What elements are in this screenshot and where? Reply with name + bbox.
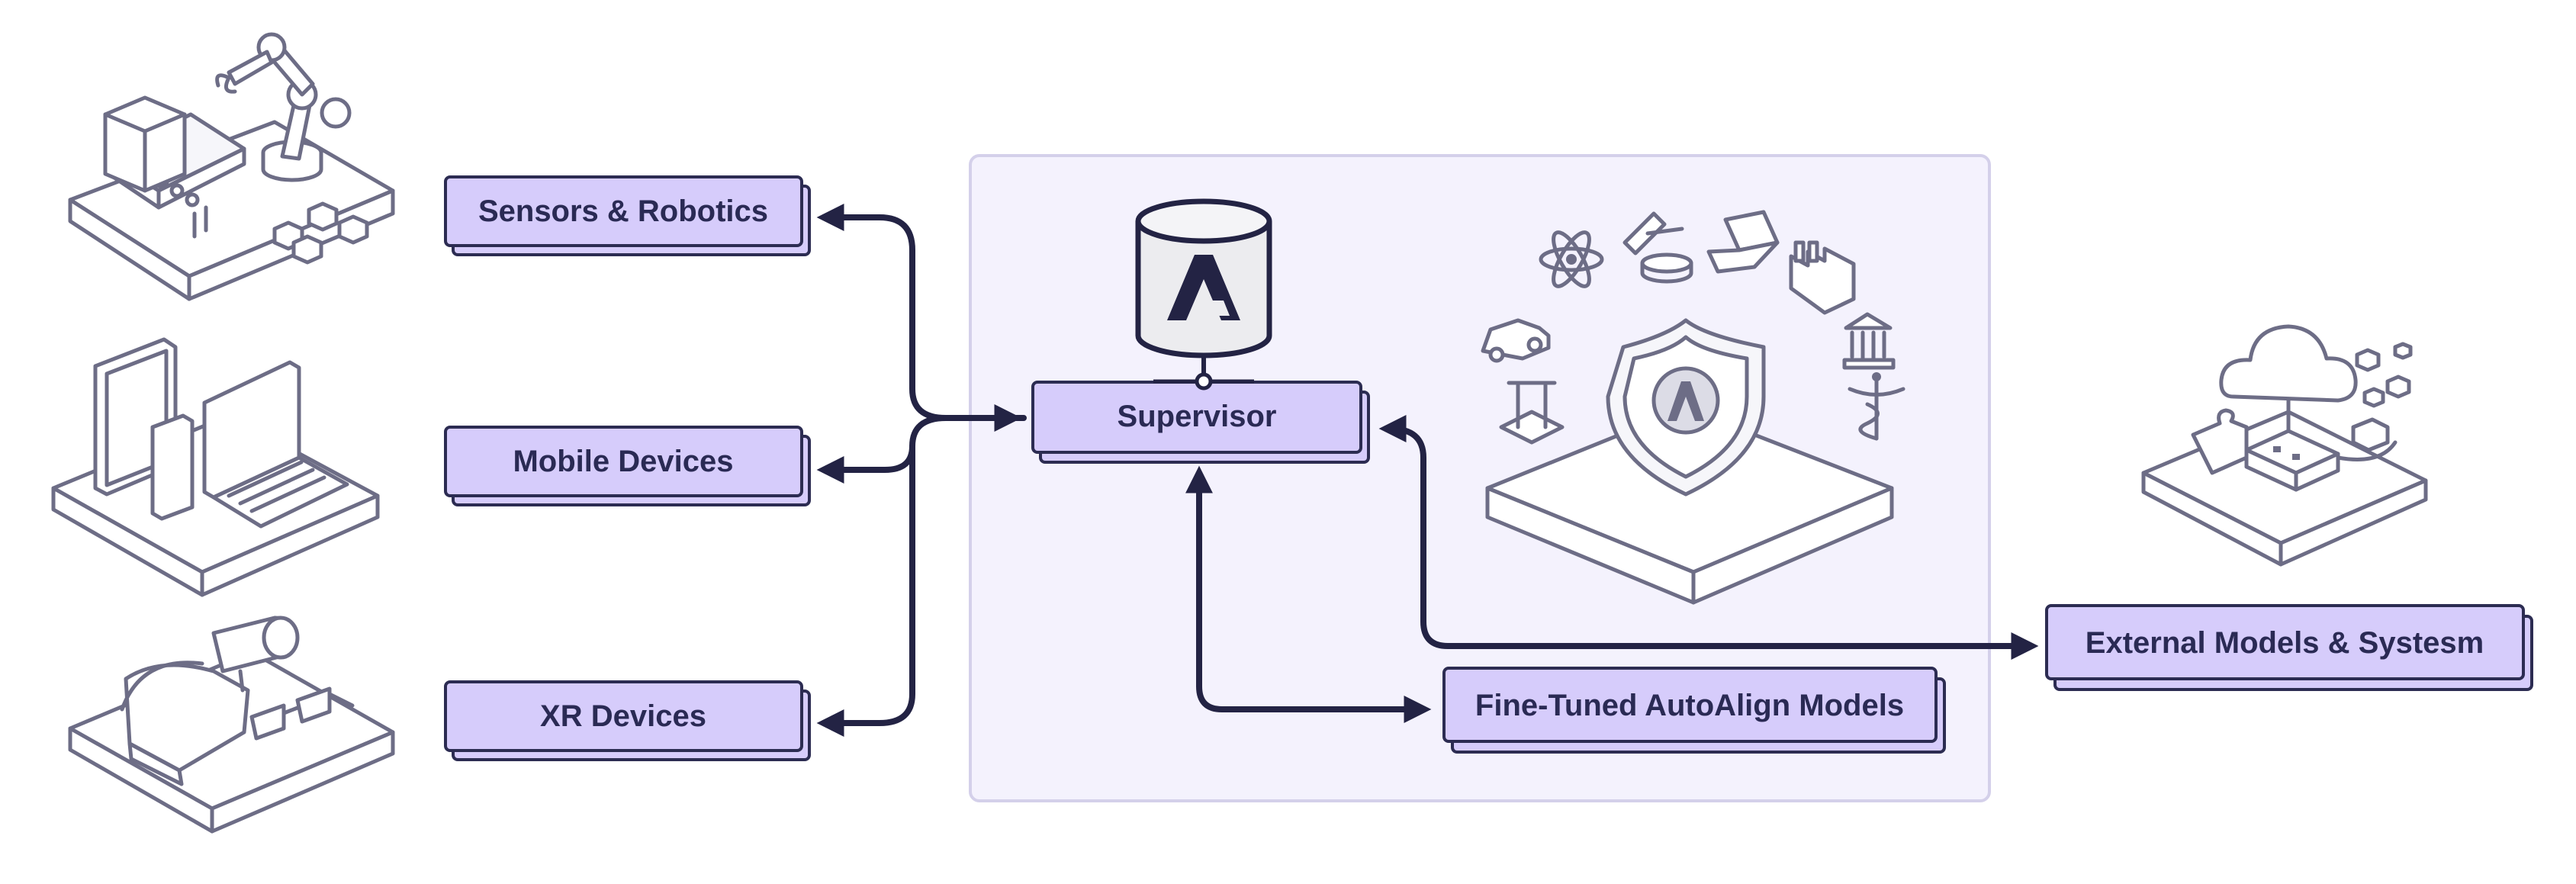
arrow-to-xr (816, 443, 915, 737)
arrow-to-sensors (816, 204, 1027, 421)
node-xr-devices: XR Devices (444, 680, 811, 761)
node-finetuned-models: Fine-Tuned AutoAlign Models (1442, 667, 1946, 754)
oil-pump-icon (1499, 381, 1565, 445)
node-label-mobile: Mobile Devices (513, 445, 733, 478)
devices-tablet-phone-laptop-icon (51, 337, 380, 597)
database-autoalign-icon (1135, 198, 1272, 391)
arrow-supervisor-finetuned (1185, 465, 1432, 723)
node-label-external: External Models & Systesm (2086, 626, 2484, 660)
node-label-supervisor: Supervisor (1118, 400, 1277, 433)
node-sensors-robotics: Sensors & Robotics (444, 175, 811, 256)
node-label-xr: XR Devices (540, 699, 706, 733)
bank-icon (1842, 312, 1896, 370)
arrow-supervisor-external (1378, 415, 2039, 660)
cloud-integration-icon (2141, 324, 2428, 567)
node-supervisor: Supervisor (1031, 381, 1370, 464)
node-label-finetuned: Fine-Tuned AutoAlign Models (1475, 689, 1904, 722)
laptop-icon (1706, 210, 1780, 274)
factory-icon (1789, 240, 1856, 315)
connectors (816, 204, 2039, 737)
node-label-sensors: Sensors & Robotics (478, 194, 768, 228)
factory-robot-arm-icon (68, 32, 395, 301)
shield-autoalign-platform-icon (1481, 210, 1905, 605)
vr-headset-glasses-camera-icon (68, 616, 395, 834)
arrow-to-mobile (816, 415, 949, 484)
atom-icon (1539, 230, 1604, 288)
gavel-icon (1622, 211, 1693, 284)
node-external-models: External Models & Systesm (2045, 604, 2533, 691)
car-icon (1481, 318, 1551, 363)
node-mobile-devices: Mobile Devices (444, 426, 811, 506)
caduceus-icon (1848, 372, 1905, 441)
